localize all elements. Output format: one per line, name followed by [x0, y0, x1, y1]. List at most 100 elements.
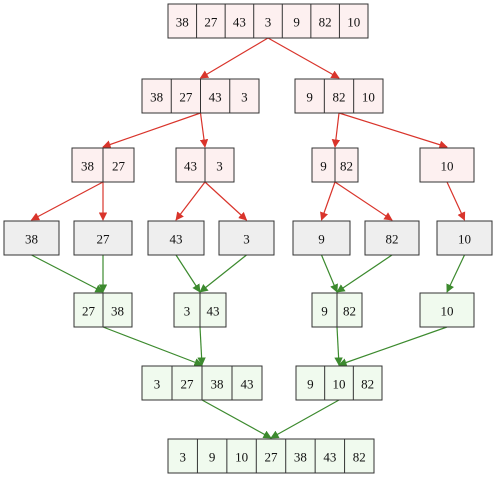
- node-box: [218, 220, 275, 256]
- cell-value: 9: [321, 304, 328, 319]
- cell-value: 38: [111, 304, 124, 319]
- cell-value: 10: [347, 15, 360, 30]
- cell-value: 38: [81, 159, 94, 174]
- cell-value: 10: [235, 450, 248, 465]
- node-box: [292, 220, 351, 256]
- leaf-node-l6: 82: [364, 220, 420, 256]
- cell-value: 3: [154, 377, 161, 392]
- leaf-node-l7: 10: [436, 220, 493, 256]
- cell-value: 43: [209, 90, 222, 105]
- cell-value: 3: [184, 304, 191, 319]
- cell-value: 27: [82, 304, 96, 319]
- cell-value: 38: [294, 450, 307, 465]
- cell-value: 43: [241, 377, 254, 392]
- cell-value: 3: [241, 90, 248, 105]
- cell-value: 3: [216, 159, 223, 174]
- split-arrow-s2b-l4: [204, 181, 248, 221]
- split-arrow-s2b-l3: [175, 181, 206, 221]
- split-node-s1b: 9 82 10: [294, 78, 384, 114]
- leaf-node-l3: 43: [147, 220, 205, 256]
- merge-arrow-l5-m1c: [320, 254, 338, 293]
- merge-node-m1d: 10: [419, 292, 475, 328]
- cell-value: 10: [458, 232, 471, 247]
- cell-value: 3: [243, 232, 250, 247]
- cell-value: 82: [340, 159, 353, 174]
- leaf-node-l2: 27: [73, 220, 133, 256]
- leaf-node-l1: 38: [3, 220, 60, 256]
- merge-arrow-m1a-m2a: [102, 326, 203, 367]
- split-node-s1a: 38 27 43 3: [141, 78, 260, 114]
- split-node-s0: 38 27 43 3 9 82 10: [167, 3, 369, 39]
- node-box: [295, 365, 383, 401]
- nodes-layer: 38 27 43 3 9 82 10 38 27 43 3 9 82 10 38 27 43 3 9 82 10 38 27…: [3, 3, 493, 474]
- cell-value: 38: [25, 232, 38, 247]
- cell-value: 82: [343, 304, 356, 319]
- cell-value: 10: [441, 159, 454, 174]
- cell-value: 82: [386, 232, 399, 247]
- split-arrow-s1a-s2b: [199, 112, 209, 148]
- merge-arrow-l3-m1b: [175, 254, 201, 293]
- cell-value: 38: [176, 15, 189, 30]
- split-arrow-s2c-l5: [320, 181, 336, 221]
- node-box: [3, 220, 60, 256]
- node-box: [167, 3, 369, 39]
- split-arrow-s1a-s2a: [102, 112, 201, 149]
- cell-value: 27: [97, 232, 111, 247]
- cell-value: 38: [211, 377, 224, 392]
- node-box: [364, 220, 420, 256]
- merge-arrow-l7-m1d: [446, 254, 466, 293]
- split-arrow-s0-s1b: [267, 37, 340, 79]
- cell-value: 43: [233, 15, 246, 30]
- merge-arrow-l6-m1c: [336, 254, 393, 293]
- cell-value: 10: [441, 304, 454, 319]
- split-node-s2d: 10: [419, 147, 475, 183]
- cell-value: 9: [293, 15, 300, 30]
- cell-value: 27: [112, 159, 126, 174]
- split-arrow-s2c-l6: [334, 181, 393, 221]
- merge-arrow-m2a-m3: [201, 399, 272, 439]
- split-arrow-s1b-s2d: [338, 112, 448, 149]
- cell-value: 82: [319, 15, 332, 30]
- node-box: [294, 78, 384, 114]
- split-node-s2c: 9 82: [311, 147, 359, 183]
- merge-arrow-m2b-m3: [270, 399, 340, 439]
- node-box: [73, 220, 133, 256]
- cell-value: 43: [184, 159, 197, 174]
- node-box: [167, 438, 375, 474]
- cell-value: 3: [265, 15, 272, 30]
- node-box: [436, 220, 493, 256]
- leaf-node-l5: 9: [292, 220, 351, 256]
- split-arrow-s1b-s2c: [331, 112, 341, 148]
- cell-value: 27: [179, 90, 193, 105]
- cell-value: 43: [170, 232, 183, 247]
- leaf-node-l4: 3: [218, 220, 275, 256]
- cell-value: 38: [150, 90, 163, 105]
- merge-arrow-m1b-m2a: [197, 326, 206, 366]
- cell-value: 9: [306, 90, 313, 105]
- merge-arrow-m1d-m2b: [338, 326, 448, 367]
- cell-value: 82: [333, 90, 346, 105]
- merge-arrow-m1c-m2b: [334, 326, 343, 366]
- merge-arrow-l1-m1a: [31, 254, 104, 293]
- cell-value: 43: [323, 450, 336, 465]
- merge-arrow-l4-m1b: [199, 254, 247, 293]
- split-node-s2b: 43 3: [175, 147, 235, 183]
- cell-value: 27: [204, 15, 218, 30]
- cell-value: 10: [333, 377, 346, 392]
- cell-value: 9: [209, 450, 216, 465]
- cell-value: 10: [362, 90, 375, 105]
- cell-value: 9: [320, 159, 327, 174]
- cell-value: 27: [181, 377, 195, 392]
- cell-value: 3: [179, 450, 186, 465]
- edges-layer: [30, 37, 466, 439]
- node-box: [419, 292, 475, 328]
- cell-value: 9: [318, 232, 325, 247]
- merge-node-m2a: 3 27 38 43: [141, 365, 263, 401]
- cell-value: 27: [265, 450, 279, 465]
- merge-node-m1c: 9 82: [311, 292, 363, 328]
- split-node-s2a: 38 27: [71, 147, 135, 183]
